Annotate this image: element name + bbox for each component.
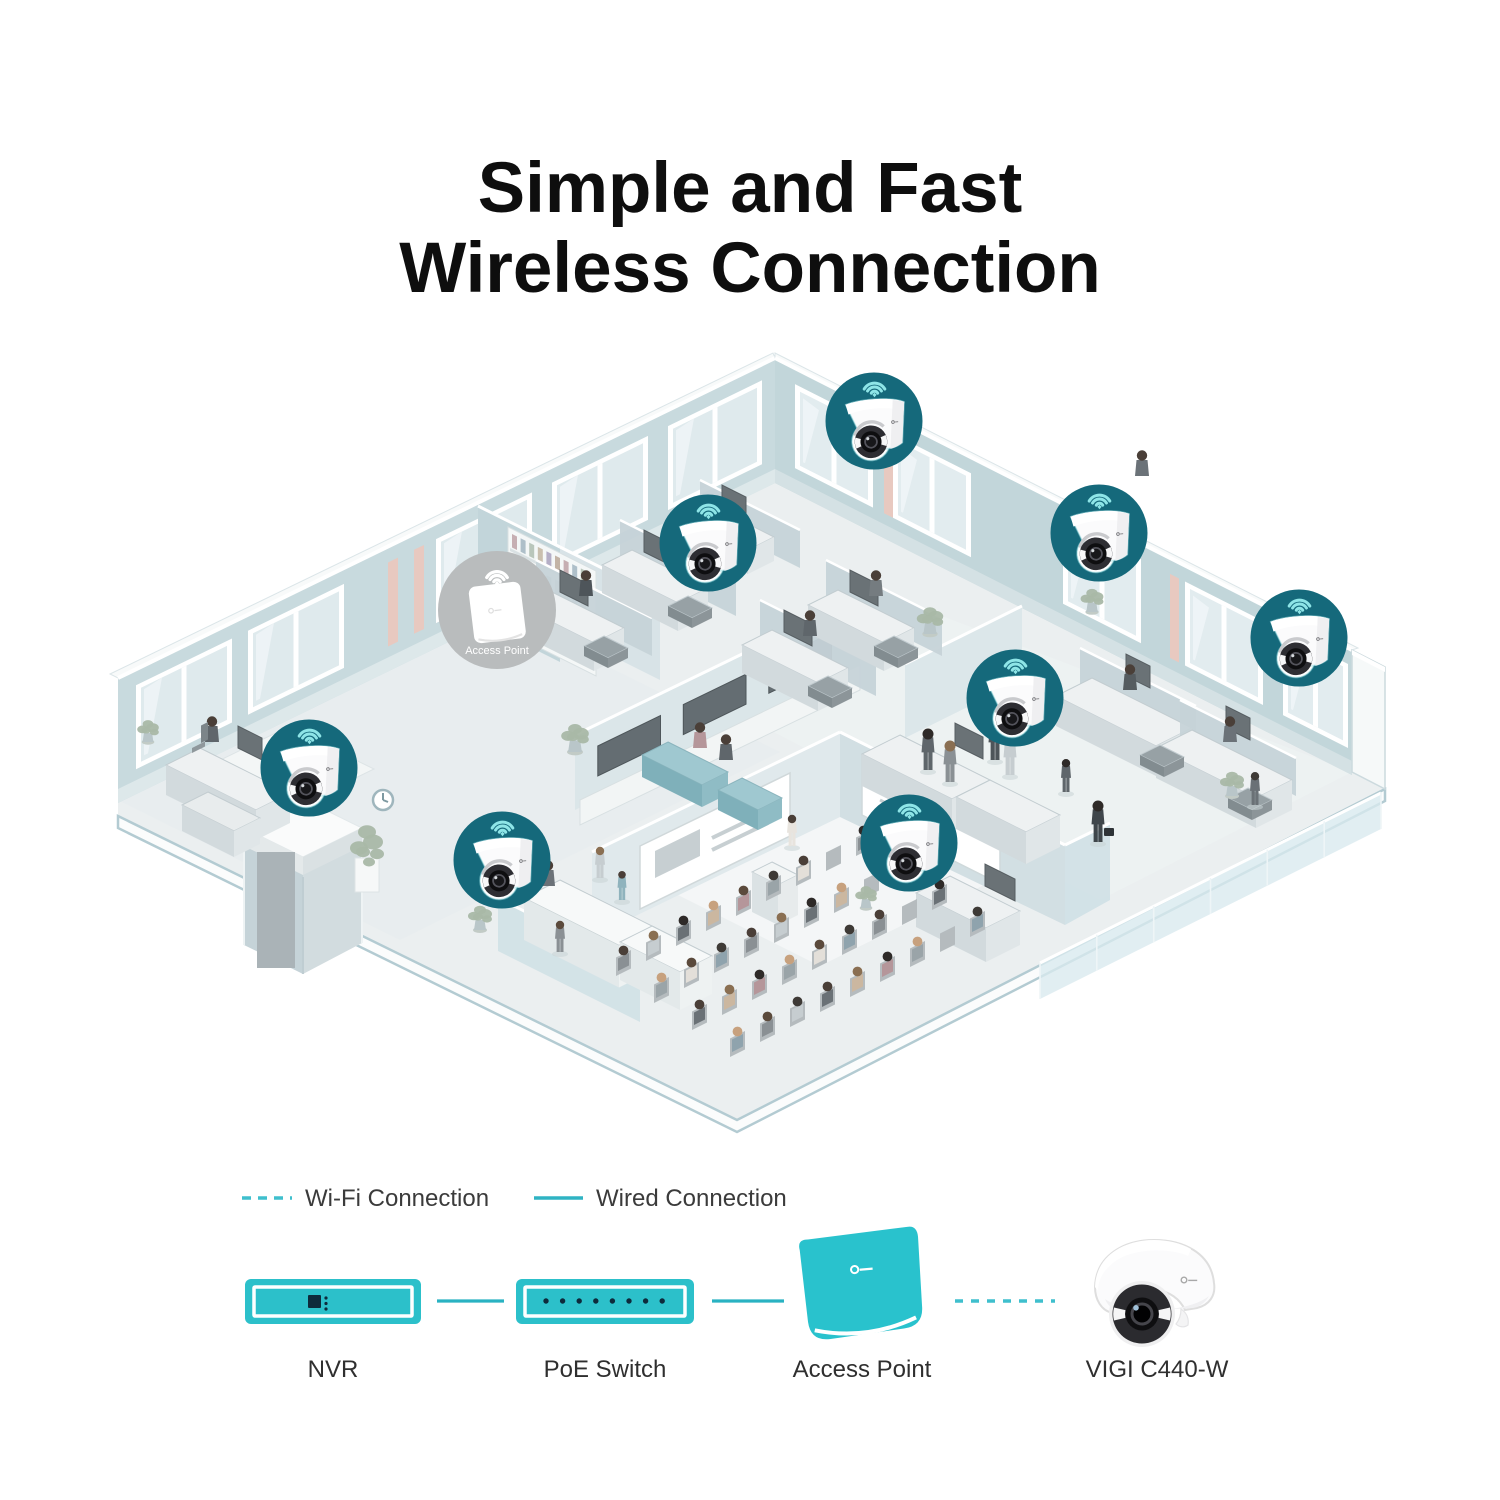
svg-text:NVR: NVR	[308, 1356, 359, 1383]
svg-text:Wireless Connection: Wireless Connection	[399, 229, 1101, 308]
svg-text:PoE Switch: PoE Switch	[544, 1356, 667, 1383]
svg-text:Wi-Fi Connection: Wi-Fi Connection	[305, 1185, 489, 1212]
svg-text:Access Point: Access Point	[465, 645, 529, 657]
svg-text:Access Point: Access Point	[793, 1356, 932, 1383]
svg-text:Wired Connection: Wired Connection	[596, 1185, 787, 1212]
svg-text:Simple and Fast: Simple and Fast	[478, 149, 1022, 228]
svg-text:VIGI C440-W: VIGI C440-W	[1086, 1356, 1229, 1383]
